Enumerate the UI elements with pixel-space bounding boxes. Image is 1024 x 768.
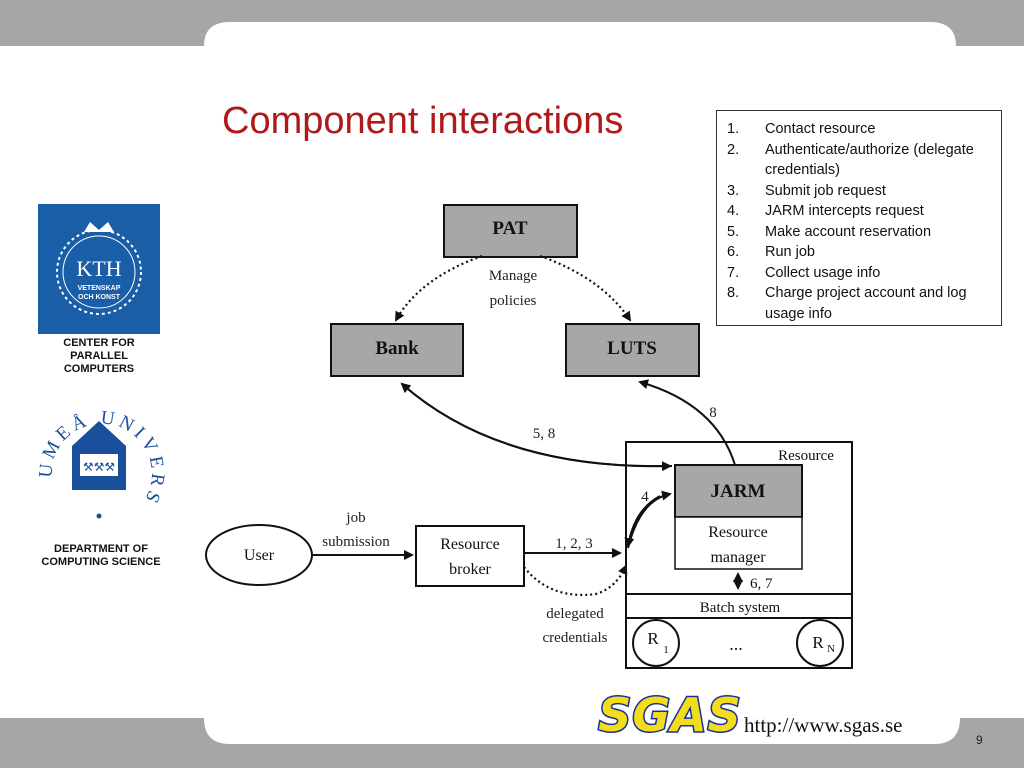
svg-text:VETENSKAP: VETENSKAP <box>78 285 121 292</box>
step-item: 2.Authenticate/authorize (delegate crede… <box>727 141 974 179</box>
jarm-intercept-arrow-back <box>624 495 661 548</box>
step-item: 5.Make account reservation <box>727 223 932 240</box>
svg-text:LUTS: LUTS <box>607 338 657 359</box>
svg-text:User: User <box>244 547 275 564</box>
resource-manager-box: Resource manager <box>674 516 803 570</box>
svg-text:manager: manager <box>710 549 766 566</box>
job-label-2: submission <box>322 534 390 550</box>
resource-r1: R 1 <box>632 619 680 667</box>
step-item: 1.Contact resource <box>727 121 876 137</box>
resource-frame: Resource <box>625 441 853 669</box>
user-node: User <box>205 524 313 586</box>
step-item: 3.Submit job request <box>727 182 886 199</box>
bank-jarm-arrow <box>401 383 672 472</box>
step-item: 6.Run job <box>727 244 815 260</box>
deleg-label-1: delegated <box>546 606 604 622</box>
jarm-luts-arrow <box>638 379 736 466</box>
svg-text:Bank: Bank <box>375 338 419 359</box>
svg-text:1: 1 <box>663 644 669 656</box>
manage-label-1: Manage <box>489 268 538 284</box>
svg-text:Resource: Resource <box>708 524 768 541</box>
step-item: 4.JARM intercepts request <box>727 203 924 219</box>
bank-box: Bank <box>330 323 464 377</box>
steps-list: 1.Contact resource 2.Authenticate/author… <box>727 119 993 324</box>
batch-system-box: Batch system <box>625 593 853 619</box>
step-item: 7.Collect usage info <box>727 264 881 281</box>
svg-text:KTH: KTH <box>76 256 121 281</box>
sgas-url[interactable]: http://www.sgas.se <box>744 713 903 737</box>
svg-text:PAT: PAT <box>492 218 528 239</box>
luts-box: LUTS <box>565 323 700 377</box>
slide-title: Component interactions <box>222 100 624 142</box>
svg-text:SGAS: SGAS <box>598 688 742 742</box>
label-1-2-3: 1, 2, 3 <box>555 536 593 552</box>
resource-ellipsis: ... <box>729 634 743 654</box>
label-4: 4 <box>641 489 649 505</box>
svg-text:Resource: Resource <box>440 536 500 553</box>
svg-text:OCH KONST: OCH KONST <box>78 294 121 301</box>
delegated-credentials-arrow <box>523 564 628 596</box>
svg-text:Resource: Resource <box>778 448 834 464</box>
deleg-label-2: credentials <box>543 630 608 646</box>
umu-caption: DEPARTMENT OF COMPUTING SCIENCE <box>41 543 161 568</box>
page-number: 9 <box>976 733 983 747</box>
svg-text:⚒⚒⚒: ⚒⚒⚒ <box>83 460 116 474</box>
manage-label-2: policies <box>490 293 537 309</box>
manage-luts-arrow <box>539 254 632 322</box>
resource-rn: R N <box>796 619 844 667</box>
label-5-8: 5, 8 <box>533 426 556 442</box>
svg-text:JARM: JARM <box>711 481 766 502</box>
svg-text:N: N <box>827 643 835 655</box>
resource-broker-box: Resource broker <box>415 525 525 587</box>
svg-text:R: R <box>647 629 659 648</box>
jarm-box: JARM <box>674 464 803 518</box>
svg-text:Batch system: Batch system <box>700 600 781 616</box>
label-8: 8 <box>709 405 717 421</box>
steps-box: 1.Contact resource 2.Authenticate/author… <box>716 110 1002 326</box>
label-6-7: 6, 7 <box>750 576 773 592</box>
svg-text:broker: broker <box>449 561 491 578</box>
job-label-1: job <box>345 510 365 526</box>
svg-text:R: R <box>812 633 824 652</box>
kth-caption: CENTER FOR PARALLEL COMPUTERS <box>63 337 135 375</box>
pat-box: PAT <box>443 204 578 258</box>
step-item: 8.Charge project account and log usage i… <box>727 285 967 322</box>
